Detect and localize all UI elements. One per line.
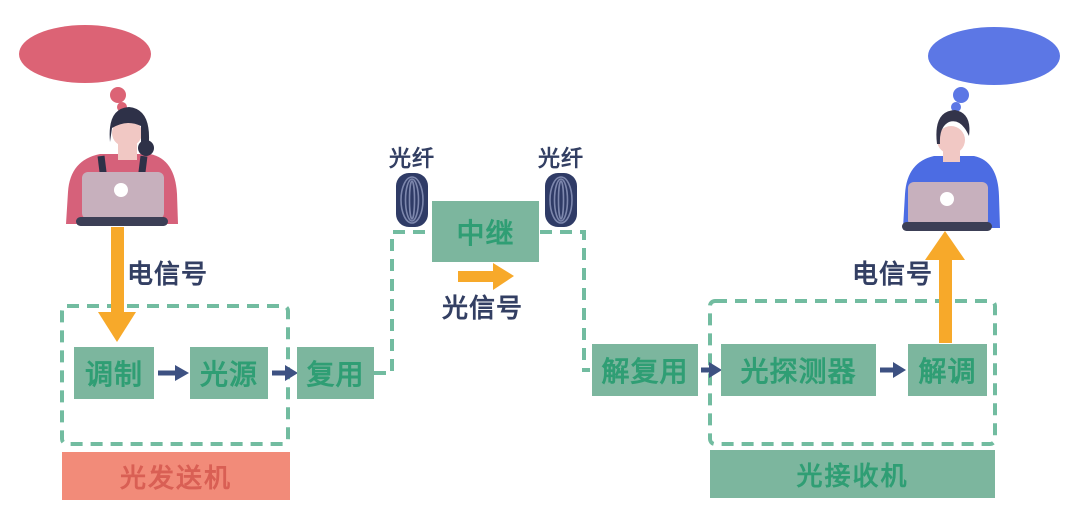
fiber-label-left: 光纤 bbox=[389, 147, 436, 172]
stage-box-photodetector: 光探测器 bbox=[721, 344, 876, 396]
electrical-signal-label-right: 电信号 bbox=[852, 260, 934, 290]
transmitter-band-label: 光发送机 bbox=[62, 452, 290, 500]
person-right-illustration bbox=[902, 27, 1060, 231]
fiber-spool-right-icon bbox=[545, 173, 577, 227]
stage-box-demodulator: 解调 bbox=[908, 344, 987, 396]
electrical-signal-label-left: 电信号 bbox=[127, 260, 209, 290]
stage-box-demultiplexer: 解复用 bbox=[592, 344, 698, 396]
receiver-dashed-border bbox=[708, 299, 997, 446]
fiber-link-right-dashed-path bbox=[540, 230, 590, 372]
thought-bubble-left bbox=[19, 25, 151, 112]
optical-signal-label: 光信号 bbox=[442, 294, 524, 324]
flow-arrow-demux-to-photodetector bbox=[701, 362, 722, 378]
flow-arrow-photodetector-to-demod bbox=[880, 362, 906, 378]
electrical-signal-down-arrow bbox=[98, 227, 136, 342]
fiber-label-right: 光纤 bbox=[538, 147, 585, 172]
receiver-band-label: 光接收机 bbox=[710, 450, 995, 498]
stage-box-light-source: 光源 bbox=[190, 347, 268, 399]
fiber-link-left-dashed-path bbox=[374, 230, 430, 375]
electrical-signal-up-arrow bbox=[925, 231, 965, 343]
person-left-illustration bbox=[19, 25, 178, 226]
flow-arrow-modulation-to-lightsource bbox=[158, 365, 189, 381]
laptop-left bbox=[76, 172, 168, 226]
laptop-right bbox=[902, 182, 992, 231]
fiber-spool-left-icon bbox=[396, 173, 428, 227]
flow-arrow-lightsource-to-mux bbox=[272, 365, 298, 381]
stage-box-multiplexer: 复用 bbox=[297, 347, 374, 399]
thought-bubble-right bbox=[928, 27, 1060, 112]
optical-signal-right-arrow bbox=[458, 263, 514, 290]
stage-box-modulation: 调制 bbox=[74, 347, 154, 399]
stage-box-repeater: 中继 bbox=[432, 201, 539, 262]
